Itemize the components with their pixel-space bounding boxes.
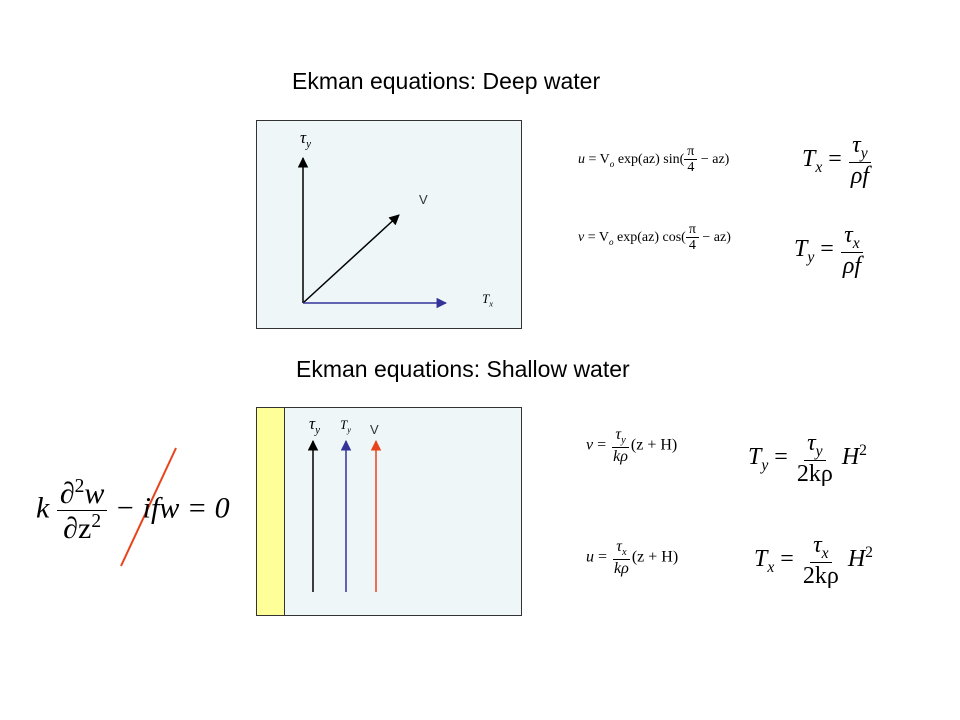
- shallow-tau-y-label: τy: [309, 414, 320, 437]
- shallow-water-panel: [256, 407, 522, 616]
- deep-v-arrow: [302, 214, 400, 304]
- shallow-t-y-label: Ty: [340, 417, 351, 435]
- deep-tau-y-label: τy: [300, 128, 311, 151]
- strike-through-line: [120, 447, 177, 567]
- coast-strip: [256, 407, 285, 616]
- deep-water-panel: [256, 120, 522, 329]
- ekman-differential-equation: k ∂2w∂z2 − ifw = 0: [36, 476, 230, 545]
- deep-t-x-label: Tx: [482, 291, 493, 309]
- deep-v-label: V: [419, 192, 428, 207]
- deep-water-title: Ekman equations: Deep water: [292, 68, 601, 94]
- shallow-v-label: V: [370, 422, 379, 437]
- shallow-water-title: Ekman equations: Shallow water: [296, 356, 630, 382]
